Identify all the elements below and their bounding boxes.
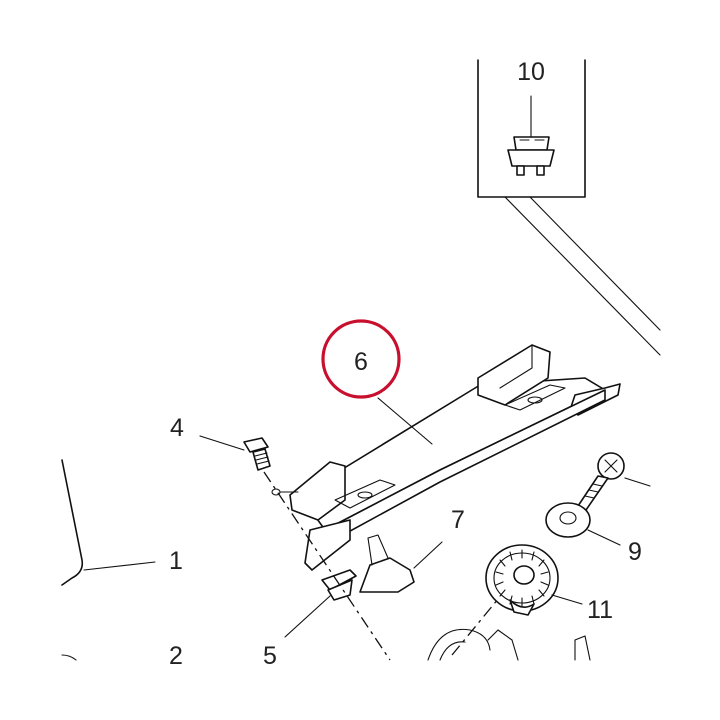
part-6-bracket-drawing xyxy=(271,344,621,571)
bottom-partial-parts xyxy=(427,628,591,661)
part-9-screw-drawing xyxy=(545,452,651,546)
part-10-fuse-drawing xyxy=(507,95,555,176)
part-11-washer-drawing xyxy=(485,544,583,616)
callout-5: 5 xyxy=(263,642,277,670)
callout-6: 6 xyxy=(354,348,368,376)
callout-11: 11 xyxy=(587,596,613,624)
highlight-ring-6 xyxy=(321,319,401,399)
part-4-screw-drawing xyxy=(199,435,271,471)
part-7-clip-drawing xyxy=(359,534,443,593)
callout-7: 7 xyxy=(451,506,465,534)
callout-1: 1 xyxy=(169,547,183,575)
part-1-panel-drawing xyxy=(61,459,156,586)
part-5-clip-drawing xyxy=(284,569,357,638)
callout-4: 4 xyxy=(170,414,184,442)
part-2-fragment xyxy=(61,654,77,661)
detail-inset-10 xyxy=(477,59,661,356)
callout-9: 9 xyxy=(628,538,642,566)
callout-10: 10 xyxy=(517,58,545,86)
callout-2: 2 xyxy=(169,642,183,670)
